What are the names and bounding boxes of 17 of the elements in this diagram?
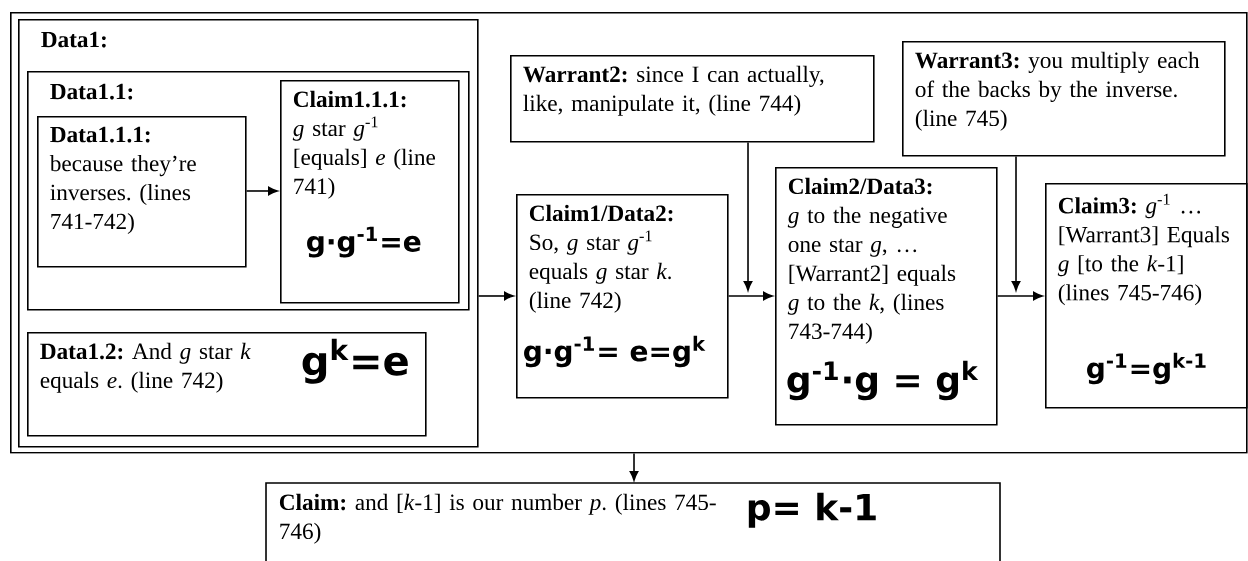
argument-box: Claim: and [k-1] is our number p. (lines 745-746) p= k-1	[265, 482, 1001, 561]
outer-frame	[10, 12, 1248, 454]
arrow	[743, 141, 753, 291]
argument-box: Warrant2: since I can actually, like, manipulate it, (line 744)	[510, 55, 875, 143]
argument-box: Data1.1.1: because they’re inverses. (lines 741-742)	[37, 116, 247, 268]
argument-box: Claim2/Data3: g to the negative one star g, … [Warrant2] equals g to the k, (lines 743-744) g$^{-1}$·g = g$^{k}$	[775, 167, 998, 426]
argument-box: Claim3: g$^{-1}$ … [Warrant3] Equals g [to the k-1] (lines 745-746) g$^{-1}$=g$^{k-1}$	[1045, 183, 1248, 409]
argument-box: Warrant3: you multiply each of the backs by the inverse. (line 745)	[902, 41, 1226, 157]
argument-box: Claim1.1.1: g star g$^{-1}$ [equals] e (line 741) g·g$^{-1}$=e	[280, 80, 460, 304]
arrow	[1011, 155, 1021, 291]
arrow	[996, 291, 1043, 301]
argument-box: Data1.2: And g star k equals e. (line 742) g$^{k}$=e	[27, 332, 427, 437]
arrow	[477, 291, 514, 301]
argument-box: Claim1/Data2: So, g star g$^{-1}$ equals g star k. (line 742) g·g$^{-1}$= e=g$^{k}$	[516, 194, 729, 399]
arrow	[245, 186, 278, 196]
arrow	[629, 452, 639, 481]
arrow	[727, 291, 773, 301]
